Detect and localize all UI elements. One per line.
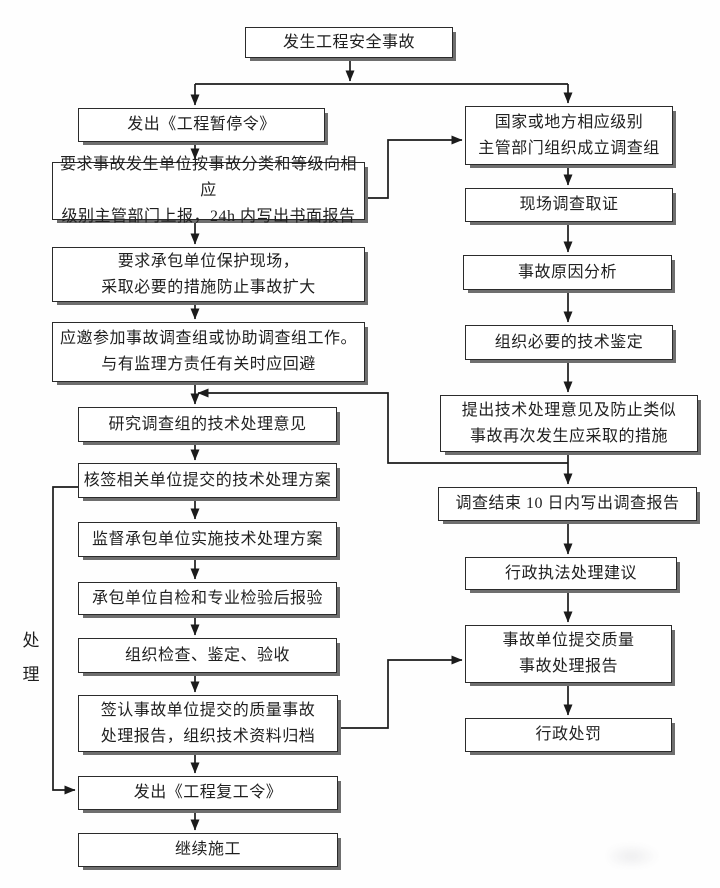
connector-report-to-team-right [365, 135, 463, 199]
node-issue-stop-order: 发出《工程暂停令》 [78, 108, 325, 142]
node-protect-site: 要求承包单位保护现场， 采取必要的措施防止事故扩大 [52, 247, 365, 302]
node-sign-report-archive: 签认事故单位提交的质量事故 处理报告，组织技术资料归档 [78, 695, 338, 752]
node-technical-appraisal: 组织必要的技术鉴定 [465, 325, 673, 360]
node-study-opinions: 研究调查组的技术处理意见 [78, 407, 337, 442]
node-start: 发生工程安全事故 [245, 27, 453, 58]
node-organize-inspection: 组织检查、鉴定、验收 [78, 638, 337, 673]
node-investigation-report: 调查结束 10 日内写出调查报告 [438, 487, 697, 521]
node-report-24h: 要求事故发生单位按事故分类和等级向相应 级别主管部门上报，24h 内写出书面报告 [52, 156, 365, 225]
connector-sign-to-submit-right [338, 655, 463, 729]
node-admin-penalty: 行政处罚 [465, 718, 672, 752]
node-submit-quality-report: 事故单位提交质量 事故处理报告 [465, 625, 672, 683]
node-continue-construction: 继续施工 [78, 833, 338, 867]
node-site-investigation: 现场调查取证 [465, 188, 673, 222]
node-supervise-implement: 监督承包单位实施技术处理方案 [78, 522, 337, 557]
node-admin-enforcement-advice: 行政执法处理建议 [465, 557, 677, 590]
node-form-investigation-team: 国家或地方相应级别 主管部门组织成立调查组 [465, 106, 673, 165]
node-cause-analysis: 事故原因分析 [463, 255, 672, 290]
node-join-investigation: 应邀参加事故调查组或协助调查组工作。 与有监理方责任有关时应回避 [52, 322, 365, 382]
node-contractor-selfcheck: 承包单位自检和专业检验后报验 [78, 582, 337, 615]
node-propose-measures: 提出技术处理意见及防止类似 事故再次发生应采取的措施 [440, 395, 698, 452]
node-issue-resume-order: 发出《工程复工令》 [78, 776, 338, 810]
connector-measures-to-study-branch [197, 388, 568, 464]
node-countersign-plan: 核签相关单位提交的技术处理方案 [78, 463, 337, 498]
phase-label-handling: 处 理 [22, 631, 40, 684]
watermark-smudge [608, 843, 660, 867]
connector-countersign-to-resume-left [52, 486, 78, 795]
